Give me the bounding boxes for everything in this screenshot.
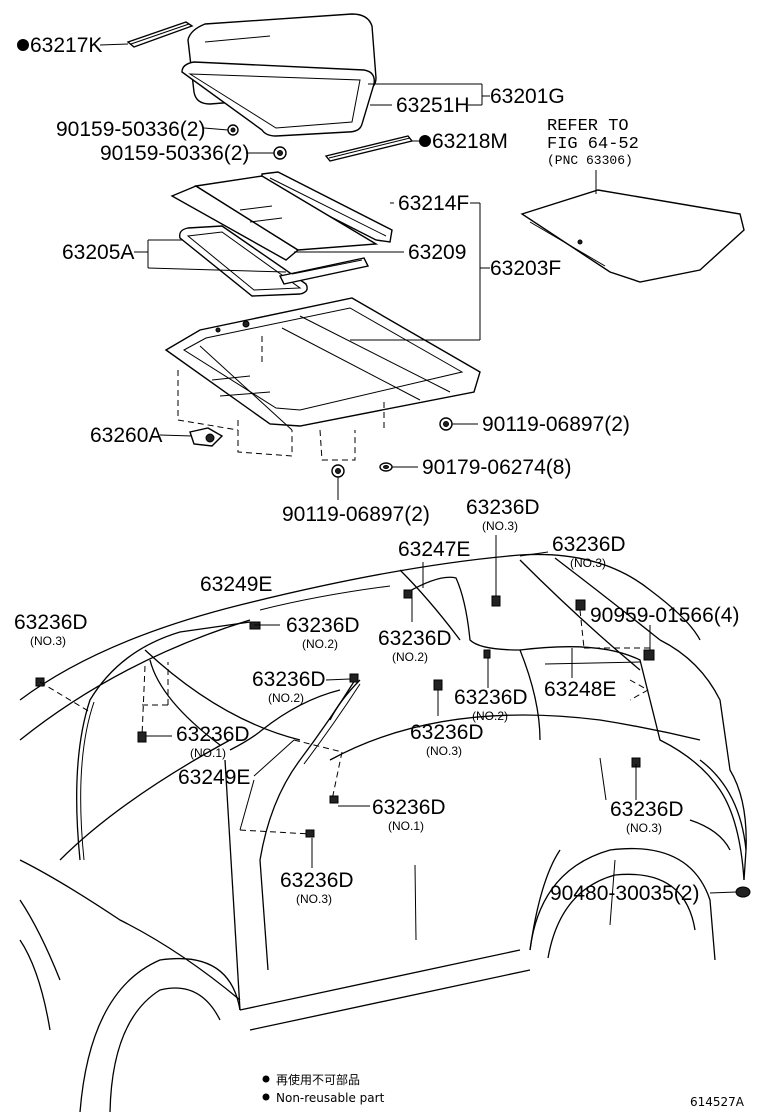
label-63236D-center2: 63236D bbox=[252, 668, 326, 691]
label-63249E-bottom: 63249E bbox=[178, 766, 250, 789]
label-90159-a: 90159-50336(2) bbox=[56, 118, 205, 141]
non-reusable-marker-icon bbox=[419, 135, 431, 147]
non-reusable-marker-icon bbox=[17, 39, 29, 51]
label-63236D-no1b: 63236D bbox=[372, 796, 446, 819]
label-63201G: 63201G bbox=[490, 85, 565, 108]
label-63236D-no2a-sub: (NO.2) bbox=[302, 637, 338, 651]
callout-labels: 63217K 63201G 63251H 90159-50336(2) 9015… bbox=[14, 34, 739, 906]
bolt-90119-b bbox=[331, 464, 345, 478]
sunroof-motor-63260A bbox=[189, 427, 224, 447]
label-63236D-mid: 63236D bbox=[378, 627, 452, 650]
legend: 再使用不可部品 Non-reusable part bbox=[262, 1072, 385, 1105]
label-63236D-center3: 63236D bbox=[454, 686, 528, 709]
label-63251H: 63251H bbox=[396, 94, 470, 117]
label-63236D-tr: 63236D bbox=[552, 533, 626, 556]
figure-id: 614527A bbox=[690, 1095, 745, 1109]
legend-japanese: 再使用不可部品 bbox=[276, 1072, 360, 1087]
clip-90179 bbox=[379, 462, 393, 472]
reference-note-line3: (PNC 63306) bbox=[547, 153, 633, 168]
label-90119-a: 90119-06897(2) bbox=[482, 413, 630, 436]
weatherstrip-part-63218M bbox=[324, 135, 414, 162]
label-63236D-no3c: 63236D bbox=[410, 721, 484, 744]
bolt-90119-a bbox=[439, 417, 453, 431]
label-63236D-tr-sub: (NO.3) bbox=[570, 556, 606, 570]
label-63214F: 63214F bbox=[398, 192, 469, 215]
label-63236D-no3c-sub: (NO.3) bbox=[426, 744, 462, 758]
label-63236D-center2-sub: (NO.2) bbox=[268, 691, 304, 705]
label-63236D-top-sub: (NO.3) bbox=[482, 519, 518, 533]
label-90119-b: 90119-06897(2) bbox=[282, 503, 430, 526]
vehicle-body-outline bbox=[19, 553, 747, 1112]
label-63236D-mid-sub: (NO.2) bbox=[392, 650, 428, 664]
label-63236D-left-sub: (NO.3) bbox=[30, 634, 66, 648]
label-63236D-no1a: 63236D bbox=[176, 723, 250, 746]
sunroof-frame-housing bbox=[164, 297, 481, 461]
weatherstrip-part-63217K bbox=[126, 21, 194, 48]
sunshade-panel-63209 bbox=[170, 175, 379, 261]
bolt-90159-b bbox=[273, 146, 287, 160]
label-63236D-rear-right: 63236D bbox=[610, 798, 684, 821]
bolt-90159-a bbox=[227, 124, 239, 136]
label-63218M: 63218M bbox=[432, 130, 508, 153]
drain-hoses bbox=[76, 576, 745, 971]
non-reusable-marker-icon bbox=[262, 1093, 270, 1101]
headliner-reference-panel bbox=[520, 189, 745, 283]
label-63236D-no1b-sub: (NO.1) bbox=[388, 819, 424, 833]
label-63247E: 63247E bbox=[398, 538, 470, 561]
label-63203F: 63203F bbox=[490, 257, 561, 280]
label-90959: 90959-01566(4) bbox=[590, 604, 739, 627]
seal-63205A bbox=[178, 225, 370, 297]
label-63236D-rear-right-sub: (NO.3) bbox=[626, 821, 662, 835]
label-63236D-no2a: 63236D bbox=[286, 614, 360, 637]
label-90179: 90179-06274(8) bbox=[422, 456, 571, 479]
reference-note-line2: FIG 64-52 bbox=[547, 135, 639, 154]
label-90480: 90480-30035(2) bbox=[550, 882, 699, 905]
label-63260A: 63260A bbox=[90, 424, 162, 447]
leader-lines-upper bbox=[99, 43, 597, 500]
reference-note-line1: REFER TO bbox=[547, 117, 629, 136]
label-63236D-left: 63236D bbox=[14, 611, 88, 634]
label-63236D-center3-sub: (NO.2) bbox=[472, 709, 508, 723]
label-63236D-bottom-sub: (NO.3) bbox=[296, 892, 332, 906]
label-63217K: 63217K bbox=[30, 34, 102, 57]
label-90159-b: 90159-50336(2) bbox=[100, 142, 249, 165]
label-63236D-no1a-sub: (NO.1) bbox=[190, 746, 226, 760]
glass-seal-63251H bbox=[181, 61, 375, 137]
label-63236D-top: 63236D bbox=[466, 496, 540, 519]
label-63209: 63209 bbox=[408, 241, 466, 264]
label-63236D-bottom: 63236D bbox=[280, 869, 354, 892]
label-63248E: 63248E bbox=[544, 678, 616, 701]
non-reusable-marker-icon bbox=[262, 1075, 270, 1083]
leader-lines-lower bbox=[39, 535, 737, 894]
legend-english: Non-reusable part bbox=[276, 1091, 385, 1105]
label-63249E-top: 63249E bbox=[200, 573, 272, 596]
label-63205A: 63205A bbox=[62, 241, 134, 264]
